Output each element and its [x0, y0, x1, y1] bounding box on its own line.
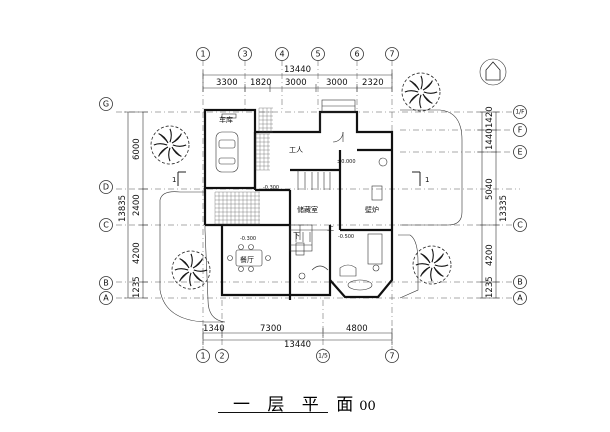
bottom-dimension-chain: [202, 328, 393, 345]
section-mark-left: 1: [172, 176, 176, 184]
room-worker: 工人: [289, 146, 303, 154]
right-dim-2: 4200: [485, 244, 495, 266]
right-total-dim: 13335: [499, 195, 509, 222]
section-mark-right: 1: [425, 176, 429, 184]
tree-icon: [171, 250, 211, 290]
bottom-dim-2: 7300: [260, 324, 282, 334]
left-dimension-chain: [124, 111, 148, 299]
axis-grid-lines: [116, 60, 520, 352]
axis-top-4: 4: [279, 50, 284, 59]
room-storage: 储藏室: [297, 205, 318, 214]
level-4: -0.500: [338, 234, 354, 240]
top-dimension-chain: [202, 70, 393, 92]
axis-left-b: B: [103, 279, 109, 288]
top-dim-1: 3300: [216, 78, 238, 88]
room-garage: 车库: [219, 115, 233, 124]
tree-symbols: [150, 72, 452, 290]
bottom-dim-1: 1340: [203, 324, 225, 334]
bottom-axis-bubbles: [196, 349, 399, 363]
axis-top-7: 7: [389, 50, 394, 59]
level-3: -0.300: [240, 236, 256, 242]
level-1: ±0.000: [337, 159, 356, 165]
right-dim-1: 5040: [485, 178, 495, 200]
axis-right-c: C: [517, 221, 523, 230]
stair-up-label: 上: [327, 223, 334, 232]
axis-right-e: E: [517, 148, 522, 157]
right-dim-top-2: 1440: [485, 128, 495, 150]
title-underline: [218, 412, 328, 413]
tree-icon: [401, 72, 441, 112]
level-2: -0.300: [263, 185, 279, 191]
left-dim-4: 1235: [132, 276, 142, 298]
axis-right-1f: 1/F: [515, 109, 525, 116]
drawing-title-text: 一 层 平 面: [233, 395, 360, 415]
top-axis-bubbles: [196, 47, 399, 61]
right-dim-top-1: 1420: [485, 106, 495, 128]
top-total-dim: 13440: [284, 65, 311, 75]
bottom-total-dim: 13440: [284, 340, 311, 350]
right-axis-bubbles: [513, 105, 527, 305]
axis-left-c: C: [103, 221, 109, 230]
axis-bottom-7: 7: [389, 352, 394, 361]
left-total-dim: 13835: [118, 195, 128, 222]
section-cut-marks: [177, 171, 421, 186]
bottom-dim-3: 4800: [346, 324, 368, 334]
axis-right-b: B: [517, 278, 523, 287]
axis-left-g: G: [103, 100, 109, 109]
interior-details: [227, 99, 388, 291]
left-axis-bubbles: [99, 97, 113, 305]
room-fireplace: 壁炉: [365, 205, 379, 214]
top-dim-4: 3000: [326, 78, 348, 88]
top-dim-3: 3000: [285, 78, 307, 88]
tree-icon: [412, 245, 452, 285]
top-dim-2: 1820: [250, 78, 272, 88]
north-arrow-icon: [479, 58, 507, 86]
building-walls: [203, 108, 394, 300]
axis-bottom-2: 2: [219, 352, 224, 361]
axis-top-6: 6: [354, 50, 359, 59]
drawing-title-suffix: 00: [359, 399, 376, 414]
stair-down-label: 下: [293, 232, 300, 240]
drawing-title: 一 层 平 面00: [233, 390, 376, 415]
left-dim-2: 2400: [132, 194, 142, 216]
axis-bottom-1: 1: [200, 352, 205, 361]
axis-right-f: F: [518, 126, 523, 135]
tree-icon: [150, 125, 190, 165]
axis-right-a: A: [517, 294, 523, 303]
car-icon: [215, 113, 239, 173]
stairs: [289, 224, 313, 252]
axis-bottom-1-5: 1/5: [318, 353, 328, 360]
axis-top-1: 1: [200, 50, 205, 59]
axis-top-5: 5: [315, 50, 320, 59]
axis-left-d: D: [103, 183, 109, 192]
right-dimension-chain: [477, 111, 500, 299]
room-dining: 餐厅: [240, 255, 254, 264]
right-dim-3: 1235: [485, 276, 495, 298]
top-dim-5: 2320: [362, 78, 384, 88]
left-dim-1: 6000: [132, 138, 142, 160]
site-terrace-outline: [159, 109, 463, 323]
left-dim-3: 4200: [132, 242, 142, 264]
axis-left-a: A: [103, 294, 109, 303]
axis-top-3: 3: [242, 50, 247, 59]
tile-hatching: [214, 107, 273, 225]
